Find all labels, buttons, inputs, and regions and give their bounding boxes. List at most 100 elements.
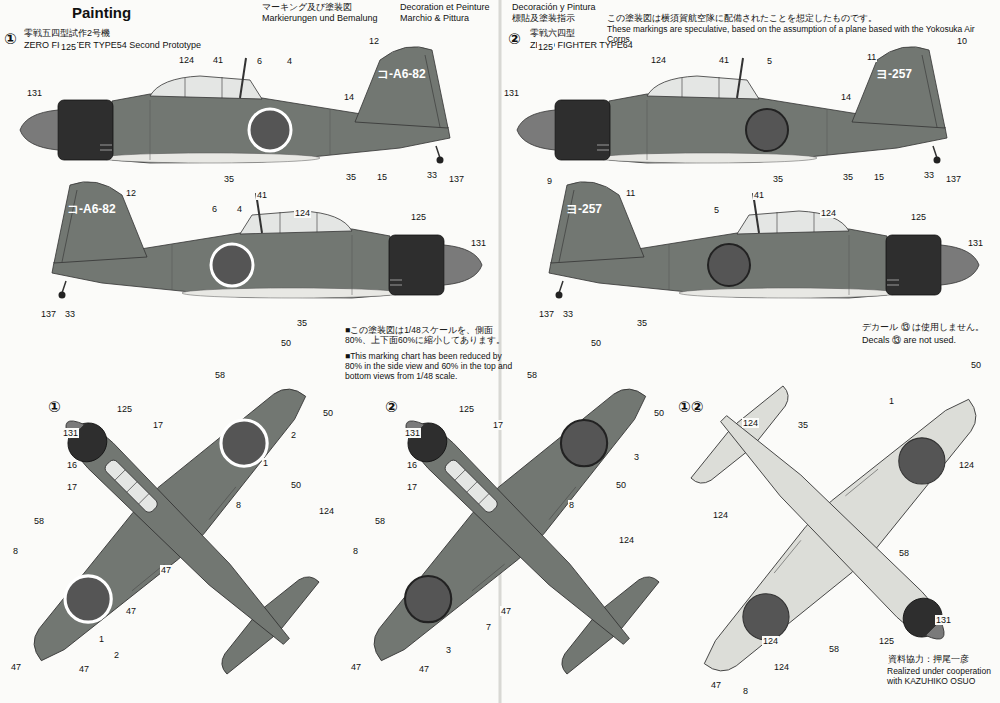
callout-number: 17 (406, 482, 418, 492)
side-view-aircraft (517, 47, 947, 164)
callout-number: 3 (445, 645, 452, 655)
callout-number: 35 (636, 318, 648, 328)
caption-text: マーキング及び塗装図 (262, 2, 352, 12)
callout-number: 9 (546, 176, 553, 186)
callout-number: 8 (235, 500, 242, 510)
callout-number: 2 (290, 430, 297, 440)
callout-number: 16 (66, 460, 78, 470)
callout-number: 137 (945, 174, 962, 184)
callout-number: 131 (26, 88, 43, 98)
caption-text: 零戦六四型 (530, 28, 575, 38)
callout-number: 47 (125, 606, 137, 616)
marking-number: ② (385, 398, 398, 415)
callout-number: 33 (562, 309, 574, 319)
hinomaru (211, 244, 253, 286)
caption-text: デカール ⑬ は使用しません。 (862, 322, 984, 332)
callout-number: 58 (828, 644, 840, 654)
tail-code: ヨ-257 (876, 68, 912, 82)
callout-number: 131 (935, 615, 952, 625)
side-view-2-left (517, 47, 947, 164)
callout-number: 124 (958, 460, 975, 470)
callout-number: 15 (873, 172, 885, 182)
callout-number: 50 (590, 338, 602, 348)
callout-number: 8 (352, 546, 359, 556)
callout-number: 124 (318, 506, 335, 516)
marking-number: ①② (678, 398, 703, 415)
callout-number: 1 (262, 458, 269, 468)
side-view-1-left (20, 47, 450, 164)
callout-number: 58 (214, 370, 226, 380)
hinomaru (211, 410, 276, 475)
callout-number: 125 (458, 404, 475, 414)
callout-number: 124 (712, 510, 729, 520)
callout-number: 58 (526, 370, 538, 380)
callout-number: 6 (256, 56, 263, 66)
callout-number: 124 (762, 636, 779, 646)
callout-number: 47 (78, 664, 90, 674)
top-view-2 (275, 290, 758, 703)
callout-number: 124 (773, 662, 790, 672)
callout-number: 58 (898, 548, 910, 558)
caption-text: Markierungen und Bemalung (262, 13, 378, 23)
caption-text: 標貼及塗装指示 (512, 13, 575, 23)
caption-text: Marchio & Pittura (400, 13, 469, 23)
marking-number: ① (48, 398, 61, 415)
callout-number: 15 (376, 172, 388, 182)
callout-number: 35 (345, 172, 357, 182)
tail-code: コ-A6-82 (377, 68, 426, 82)
callout-number: 14 (840, 92, 852, 102)
callout-number: 33 (426, 170, 438, 180)
callout-number: 35 (842, 172, 854, 182)
callout-number: 50 (280, 338, 292, 348)
callout-number: 131 (503, 88, 520, 98)
callout-number: 41 (212, 55, 224, 65)
callout-number: 50 (970, 360, 982, 370)
note-text: ■This marking chart has been reduced by … (345, 352, 515, 381)
callout-number: 17 (66, 482, 78, 492)
caption-text: Decals ⑬ are not used. (862, 335, 956, 345)
callout-number: 10 (956, 36, 968, 46)
canopy (103, 458, 159, 514)
hinomaru (395, 566, 460, 631)
hinomaru (551, 410, 616, 475)
callout-number: 131 (470, 238, 487, 248)
callout-number: 41 (256, 190, 268, 200)
callout-number: 12 (368, 36, 380, 46)
caption-text: 資料協力：押尾一彦 (888, 654, 969, 664)
hinomaru (55, 566, 120, 631)
callout-number: 35 (223, 174, 235, 184)
callout-number: 47 (500, 606, 512, 616)
callout-number: 8 (568, 500, 575, 510)
callout-number: 137 (538, 309, 555, 319)
hinomaru (889, 428, 954, 493)
callout-number: 41 (718, 55, 730, 65)
side-view-1-right (52, 182, 482, 299)
marking-number: ① (4, 30, 17, 47)
side-view-aircraft (549, 182, 979, 299)
callout-number: 8 (12, 546, 19, 556)
callout-number: 8 (742, 686, 749, 696)
hinomaru (708, 244, 750, 286)
callout-number: 4 (286, 56, 293, 66)
callout-number: 50 (322, 408, 334, 418)
caption-text: ZERO FIGHTER TYPE54 Second Prototype (24, 40, 201, 50)
hinomaru (249, 109, 291, 151)
callout-number: 2 (113, 650, 120, 660)
callout-number: 47 (10, 662, 22, 672)
side-view-2-right (549, 182, 979, 299)
callout-number: 47 (710, 680, 722, 690)
side-view-aircraft (52, 182, 482, 299)
marking-number: ② (508, 30, 521, 47)
note-text: ■この塗装図は1/48スケールを、側面80%、上下面60%に縮小してあります。 (345, 326, 515, 346)
callout-number: 125 (410, 212, 427, 222)
callout-number: 131 (967, 238, 984, 248)
callout-number: 131 (62, 428, 79, 438)
callout-number: 50 (615, 480, 627, 490)
callout-number: 16 (406, 460, 418, 470)
callout-number: 50 (290, 480, 302, 490)
note-text: Realized under cooperation with KAZUHIKO… (887, 667, 997, 687)
callout-number: 125 (537, 42, 554, 52)
page-title: Painting (72, 4, 131, 21)
callout-number: 12 (125, 188, 137, 198)
